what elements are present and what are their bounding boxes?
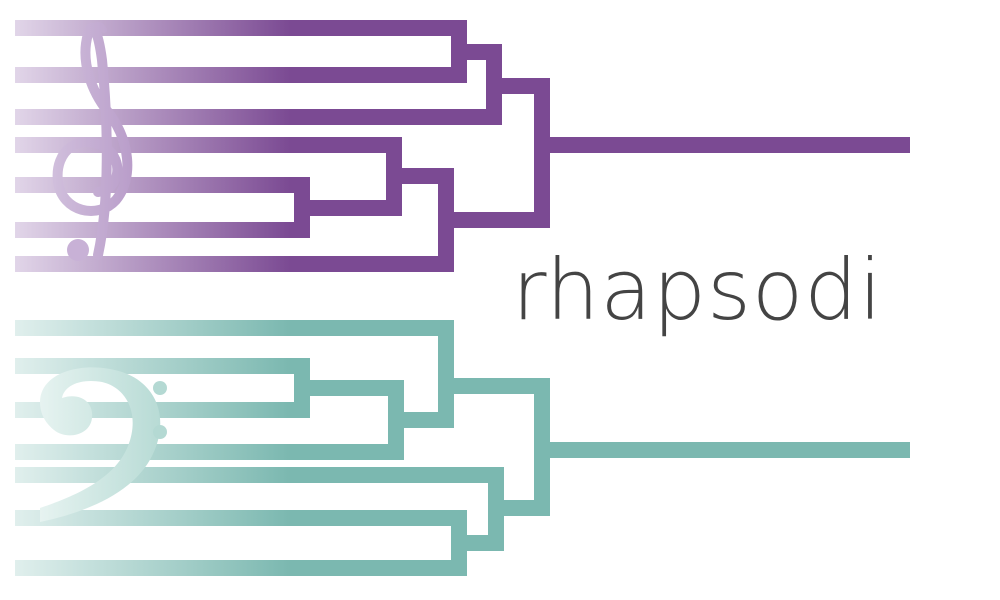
lower-branch-5 — [15, 467, 504, 551]
bass-clef-icon — [40, 367, 167, 522]
lower-branch-4 — [15, 510, 467, 576]
treble-clef-icon — [52, 22, 133, 261]
brand-wordmark: rhapsodi — [512, 241, 883, 339]
lower-dendrogram — [15, 320, 910, 576]
lower-branch-3 — [15, 320, 454, 428]
upper-branch-4 — [15, 137, 402, 216]
upper-dendrogram — [15, 20, 910, 272]
